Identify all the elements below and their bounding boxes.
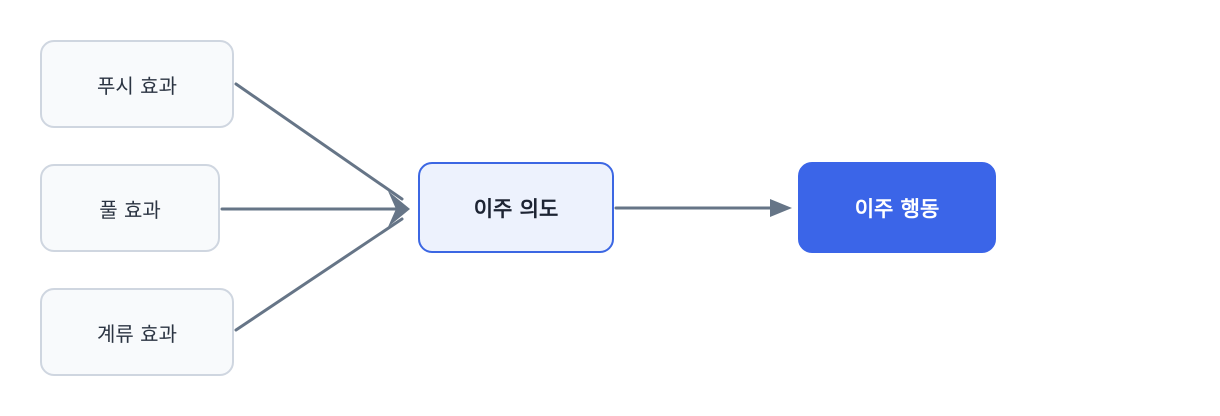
node-push-effect: 푸시 효과 <box>40 40 234 128</box>
node-mooring-effect: 계류 효과 <box>40 288 234 376</box>
node-pull-effect: 풀 효과 <box>40 164 220 252</box>
edge-stay-to-intent <box>234 217 404 332</box>
arrowhead-into-behavior <box>770 199 792 217</box>
arrowhead-into-intent <box>388 191 410 227</box>
node-migration-intention: 이주 의도 <box>418 162 614 253</box>
edge-push-to-intent <box>234 82 404 201</box>
node-migration-behavior: 이주 행동 <box>798 162 996 253</box>
